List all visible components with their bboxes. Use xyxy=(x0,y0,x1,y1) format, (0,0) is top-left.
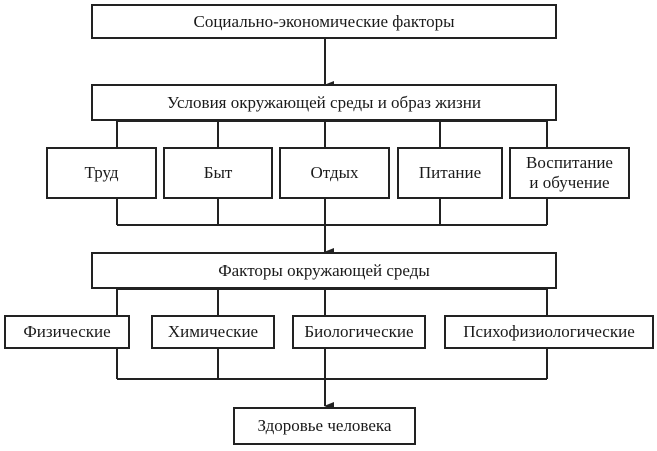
lifestyle-box-otdyh: Отдых xyxy=(279,147,390,199)
lifestyle-label-pitanie: Питание xyxy=(418,163,482,182)
lifestyle-box-vospitanie: Воспитание и обучение xyxy=(509,147,630,199)
conditions-label: Условия окружающей среды и образ жизни xyxy=(167,92,481,112)
lifestyle-box-pitanie: Питание xyxy=(397,147,503,199)
lifestyle-box-trud: Труд xyxy=(46,147,157,199)
environment-factors-box: Факторы окружающей среды xyxy=(91,252,557,289)
socio-economic-factors-label: Социально-экономические факторы xyxy=(193,11,455,31)
environment-factors-label: Факторы окружающей среды xyxy=(218,260,430,280)
lifestyle-label-byt: Быт xyxy=(203,163,233,182)
human-health-box: Здоровье человека xyxy=(233,407,416,445)
lifestyle-label-vospitanie: Воспитание и обучение xyxy=(526,153,613,192)
human-health-label: Здоровье человека xyxy=(257,416,392,435)
factor-box-psihofiziologicheskie: Психофизиологические xyxy=(444,315,654,349)
factor-label-biologicheskie: Биологические xyxy=(304,322,414,341)
conditions-box: Условия окружающей среды и образ жизни xyxy=(91,84,557,121)
lifestyle-box-byt: Быт xyxy=(163,147,273,199)
factor-label-fizicheskie: Физические xyxy=(23,322,111,341)
factor-box-himicheskie: Химические xyxy=(151,315,275,349)
socio-economic-factors-box: Социально-экономические факторы xyxy=(91,4,557,39)
lifestyle-label-trud: Труд xyxy=(84,163,119,182)
factor-box-fizicheskie: Физические xyxy=(4,315,130,349)
factor-box-biologicheskie: Биологические xyxy=(292,315,426,349)
lifestyle-label-otdyh: Отдых xyxy=(310,163,359,182)
factor-label-himicheskie: Химические xyxy=(167,322,259,341)
factor-label-psihofiziologicheskie: Психофизиологические xyxy=(463,322,635,341)
